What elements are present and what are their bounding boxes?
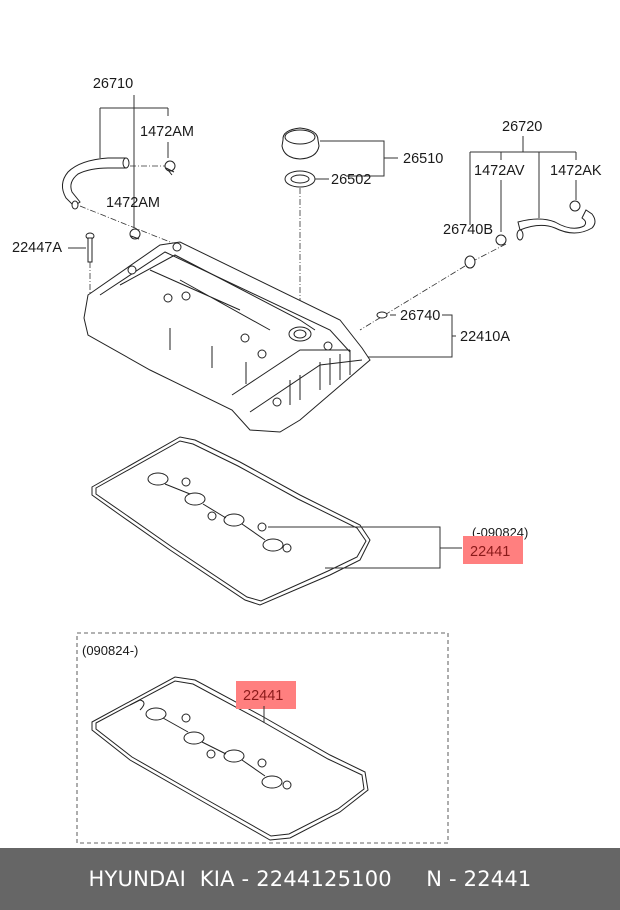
callout-22441-new: 22441 [243,688,283,704]
gasket-22441-old [91,436,371,606]
highlight-22441-new [236,681,296,709]
callout-1472am-lower: 1472AM [106,195,160,211]
callout-22447a: 22447A [12,240,62,256]
date-range-new: (090824-) [82,643,138,658]
clamp-1472am-lower [129,228,141,240]
callout-26740: 26740 [400,308,440,324]
clamp-1472av [495,234,507,246]
part-number-footer: HYUNDAI KIA - 2244125100 N - 22441 [0,848,620,910]
callout-26740b: 26740B [443,222,493,238]
parts-diagram: 26710 1472AM 1472AM 22447A 26510 26502 2… [12,76,602,844]
gasket-22441-new [91,676,369,841]
footer-text: HYUNDAI KIA - 2244125100 N - 22441 [88,867,532,891]
clamp-1472am-upper [164,160,176,176]
highlight-22441-old [463,536,523,564]
callout-22441-old: 22441 [470,544,510,560]
callout-26710: 26710 [93,76,133,92]
callout-26502: 26502 [331,172,371,188]
valve-cover-22410a [83,241,371,433]
callout-1472am-upper: 1472AM [140,124,194,140]
hose-26720 [516,209,596,241]
callout-1472av: 1472AV [474,163,525,179]
hose-26710 [62,157,130,210]
callout-26510: 26510 [403,151,443,167]
cap-seal-26502 [284,170,316,188]
callout-22410a: 22410A [460,329,510,345]
bolt-22447a [85,232,95,263]
clamp-1472ak [569,200,581,212]
callout-1472ak: 1472AK [550,163,602,179]
pcv-valve-26740 [376,311,388,319]
callout-26720: 26720 [502,119,542,135]
superseded-part-box [76,632,449,844]
oil-filler-cap [281,127,320,160]
valve-26740b [464,255,476,269]
